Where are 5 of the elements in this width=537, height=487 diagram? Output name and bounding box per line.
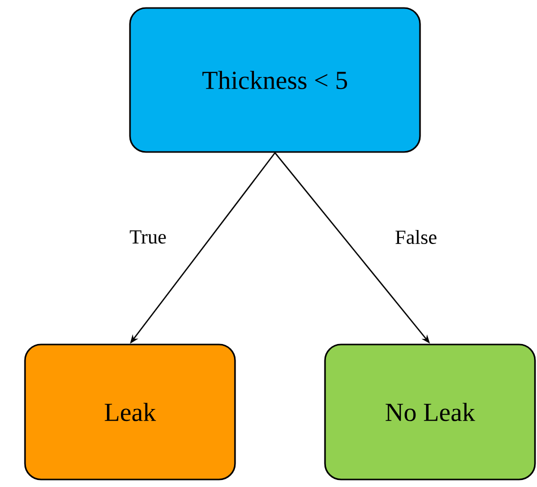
decision-box: No Leak	[324, 344, 536, 480]
decision-box: Leak	[24, 344, 236, 480]
decision-box: Thickness < 5	[129, 7, 421, 153]
edge-label: False	[392, 228, 440, 246]
edge-label: True	[127, 228, 169, 246]
